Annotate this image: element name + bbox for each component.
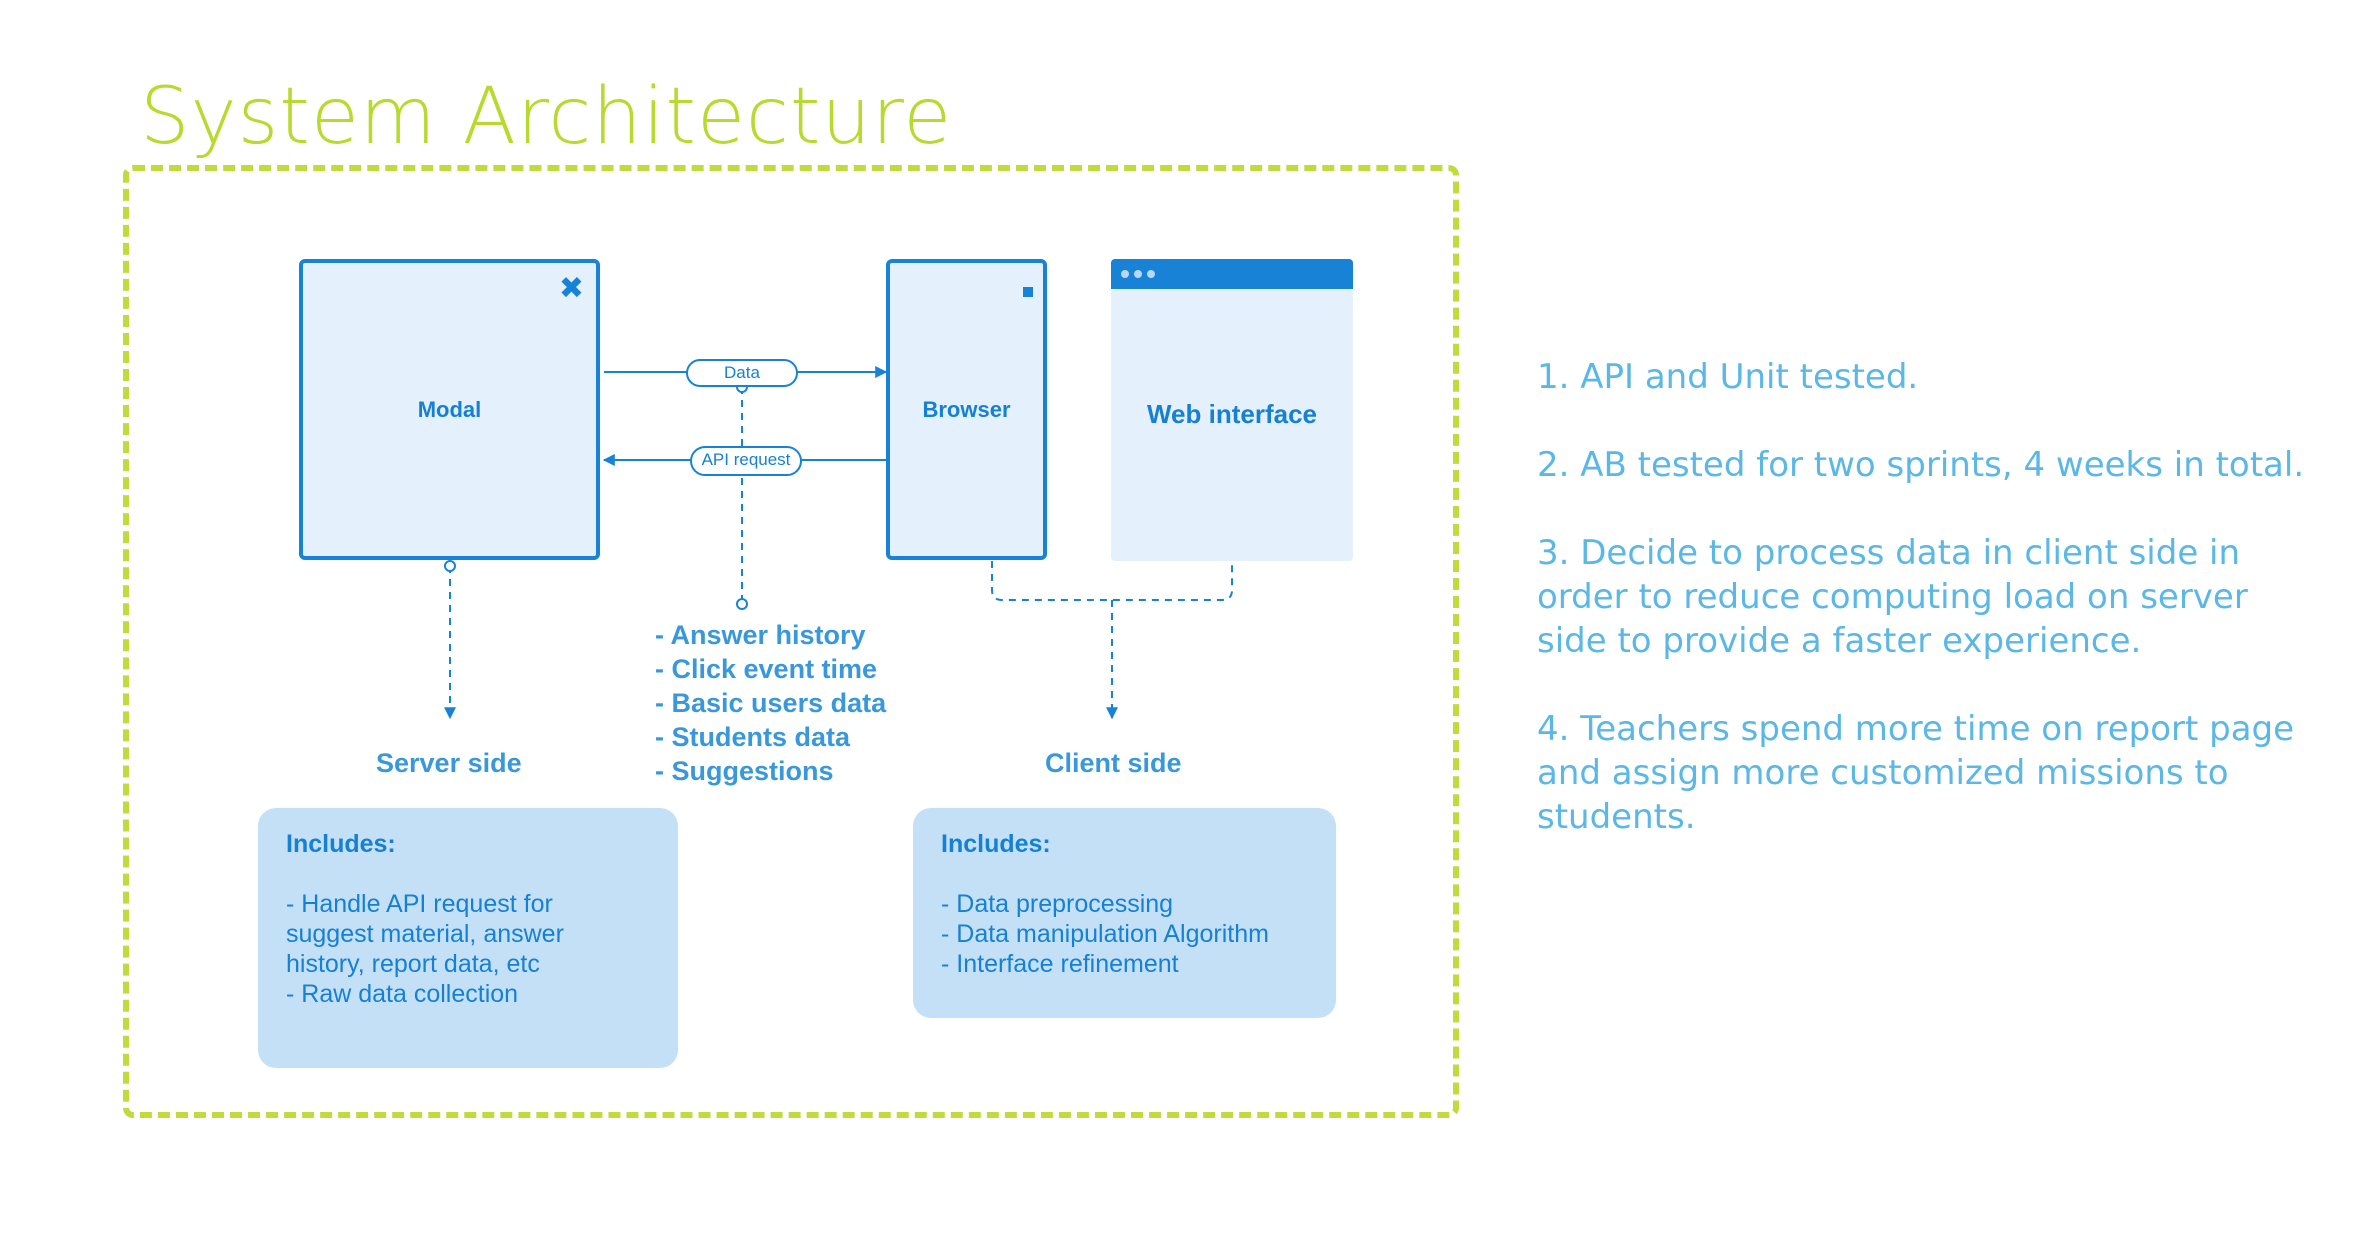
data-item: - Suggestions [655, 756, 834, 786]
includes-item: - Data manipulation Algorithm [941, 920, 1269, 948]
data-items-list: - Answer history - Click event time - Ba… [655, 618, 886, 788]
note-item: 3. Decide to process data in client side… [1537, 531, 2337, 663]
note-line: students. [1537, 797, 1696, 837]
note-line: 2. AB tested for two sprints, 4 weeks in… [1537, 445, 2305, 485]
server-side-label: Server side [376, 748, 522, 778]
data-item: - Students data [655, 722, 851, 752]
notes-list: 1. API and Unit tested. 2. AB tested for… [1537, 355, 2337, 883]
data-item: - Basic users data [655, 688, 887, 718]
includes-item: - Data preprocessing [941, 890, 1174, 918]
architecture-frame [123, 165, 1459, 1118]
client-side-label: Client side [1045, 748, 1182, 778]
modal-box: Modal ✖ [299, 259, 600, 560]
browser-label: Browser [922, 396, 1011, 422]
note-line: 1. API and Unit tested. [1537, 357, 1919, 397]
data-item: - Click event time [655, 654, 878, 684]
browser-box: Browser [886, 259, 1047, 560]
window-dot-icon [1147, 270, 1155, 278]
note-line: 3. Decide to process data in client side… [1537, 533, 2241, 573]
note-line: and assign more customized missions to [1537, 753, 2229, 793]
client-side-includes-box: Includes: - Data preprocessing - Data ma… [913, 808, 1336, 1018]
web-interface-label: Web interface [1146, 399, 1317, 429]
window-titlebar [1111, 259, 1353, 289]
note-item: 1. API and Unit tested. [1537, 355, 2337, 399]
includes-heading: Includes: [941, 830, 1051, 858]
page-title: System Architecture [140, 72, 953, 162]
window-dot-icon [1121, 270, 1129, 278]
web-interface-window: Web interface [1111, 259, 1353, 561]
note-line: 4. Teachers spend more time on report pa… [1537, 709, 2295, 749]
includes-heading: Includes: [286, 830, 396, 858]
square-icon [1023, 287, 1033, 297]
note-line: order to reduce computing load on server [1537, 577, 2248, 617]
includes-item: - Interface refinement [941, 950, 1179, 978]
server-includes-list: - Handle API request for suggest materia… [286, 889, 650, 1009]
note-line: side to provide a faster experience. [1537, 621, 2142, 661]
data-item: - Answer history [655, 620, 866, 650]
window-dot-icon [1134, 270, 1142, 278]
close-icon: ✖ [558, 272, 584, 305]
note-item: 2. AB tested for two sprints, 4 weeks in… [1537, 443, 2337, 487]
includes-item: suggest material, answer [286, 920, 564, 948]
includes-item: - Raw data collection [286, 980, 519, 1008]
client-side-bracket [991, 561, 1233, 601]
includes-item: history, report data, etc [286, 950, 540, 978]
api-request-pill: API request [690, 446, 802, 476]
data-pill: Data [686, 359, 798, 387]
note-item: 4. Teachers spend more time on report pa… [1537, 707, 2337, 839]
server-side-includes-box: Includes: - Handle API request for sugge… [258, 808, 678, 1068]
modal-label: Modal [417, 396, 482, 422]
includes-item: - Handle API request for [286, 890, 553, 918]
client-includes-list: - Data preprocessing - Data manipulation… [941, 889, 1308, 979]
